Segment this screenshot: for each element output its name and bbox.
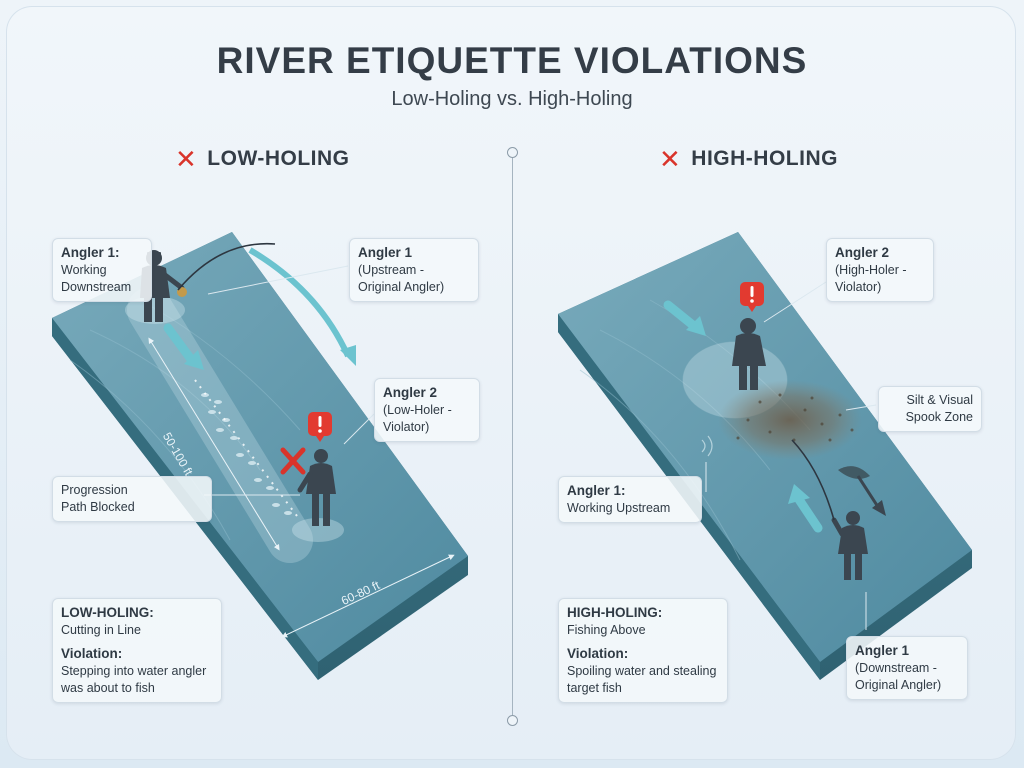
callout-angler2-low-holer: Angler 2 (Low-Holer - Violator) <box>374 378 480 442</box>
low-holing-heading-text: LOW-HOLING <box>207 147 350 170</box>
high-holing-heading-text: HIGH-HOLING <box>691 147 838 170</box>
x-icon: ✕ <box>659 144 682 174</box>
original-angler-figure <box>831 511 868 580</box>
alert-icon <box>308 412 332 442</box>
summary-high-holing: HIGH-HOLING: Fishing Above Violation: Sp… <box>558 598 728 704</box>
blocked-x-icon <box>280 447 306 475</box>
page-title: RIVER ETIQUETTE VIOLATIONS <box>216 40 808 81</box>
low-holing-heading: ✕ LOW-HOLING <box>175 146 350 172</box>
angler2-figure <box>297 449 336 526</box>
center-divider <box>512 152 513 720</box>
summary-low-holing: LOW-HOLING: Cutting in Line Violation: S… <box>52 598 222 704</box>
callout-angler2-high-holer: Angler 2 (High-Holer - Violator) <box>826 238 934 302</box>
callout-angler1-working-upstream: Angler 1: Working Upstream <box>558 476 702 524</box>
callout-progression-blocked: Progression Path Blocked <box>52 476 212 522</box>
high-holer-figure <box>732 318 766 390</box>
callout-angler1-downstream-original: Angler 1 (Downstream - Original Angler) <box>846 636 968 700</box>
page-subtitle: Low-Holing vs. High-Holing <box>391 88 633 110</box>
x-icon: ✕ <box>175 144 198 174</box>
callout-angler1-working-downstream: Angler 1: Working Downstream <box>52 238 152 302</box>
callout-silt-spook-zone: Silt & Visual Spook Zone <box>878 386 982 432</box>
divider-top-dot <box>507 147 518 158</box>
divider-bottom-dot <box>507 715 518 726</box>
high-holing-heading: ✕ HIGH-HOLING <box>659 146 838 172</box>
alert-icon <box>740 282 764 312</box>
callout-angler1-upstream: Angler 1 (Upstream - Original Angler) <box>349 238 479 302</box>
